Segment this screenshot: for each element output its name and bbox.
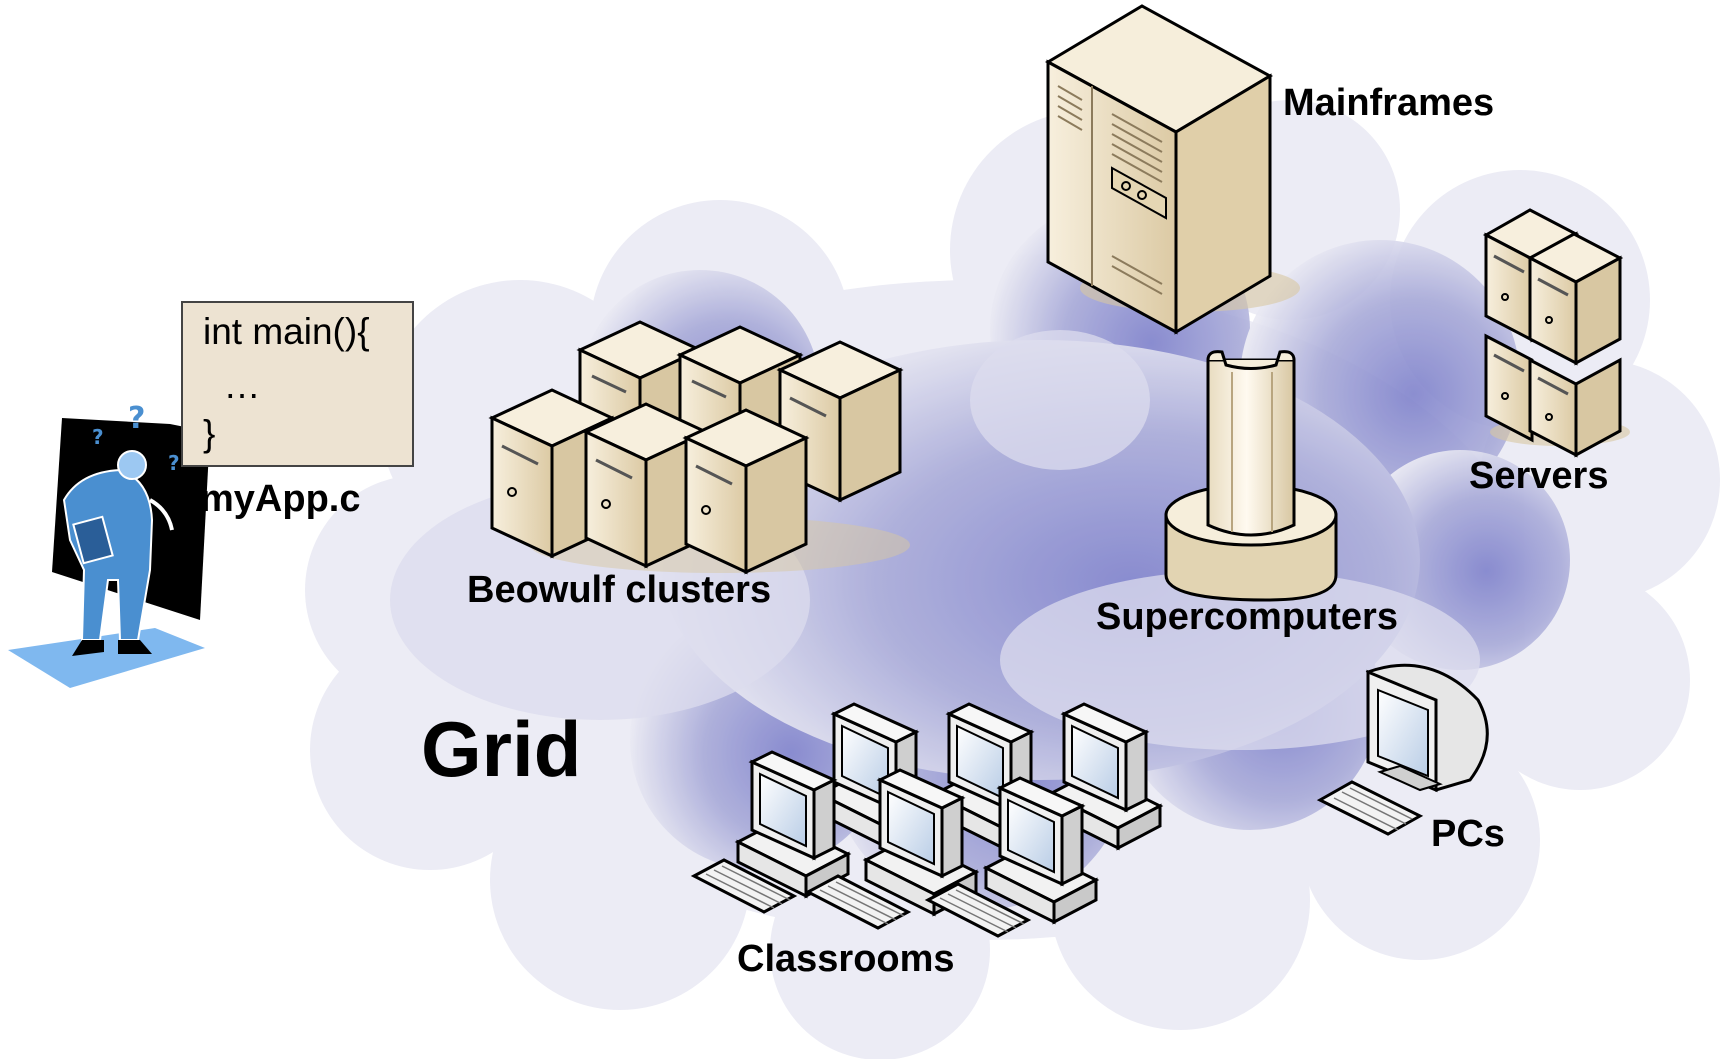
mainframe-icon bbox=[1044, 4, 1300, 335]
source-filename-label: myApp.c bbox=[200, 478, 361, 520]
code-snippet-box: int main(){ … } bbox=[181, 301, 414, 467]
code-line-3: } bbox=[203, 413, 216, 454]
beowulf-cluster-icon bbox=[488, 320, 910, 575]
svg-text:?: ? bbox=[92, 425, 104, 449]
classroom-keyboard bbox=[690, 858, 798, 914]
code-line-1: int main(){ bbox=[203, 311, 370, 352]
classroom-workstation bbox=[982, 776, 1100, 925]
beowulf-clusters-label: Beowulf clusters bbox=[467, 569, 772, 611]
supercomputers-label: Supercomputers bbox=[1096, 596, 1398, 638]
svg-text:?: ? bbox=[168, 451, 180, 475]
servers-icon bbox=[1482, 208, 1630, 458]
pcs-label: PCs bbox=[1431, 813, 1505, 855]
classrooms-icon bbox=[690, 702, 1164, 938]
svg-text:?: ? bbox=[128, 401, 145, 436]
supercomputer-icon bbox=[1164, 350, 1338, 602]
classroom-keyboard bbox=[804, 874, 912, 930]
classroom-keyboard bbox=[924, 882, 1032, 938]
classroom-workstation bbox=[862, 768, 980, 917]
mainframes-label: Mainframes bbox=[1283, 82, 1495, 124]
classroom-workstation bbox=[734, 750, 852, 899]
servers-label: Servers bbox=[1469, 455, 1609, 497]
grid-label: Grid bbox=[421, 705, 582, 793]
code-line-2: … bbox=[203, 365, 261, 406]
pc-icon bbox=[1316, 663, 1489, 836]
classrooms-label: Classrooms bbox=[737, 938, 955, 980]
scientist-icon: ? ? ? bbox=[8, 401, 210, 688]
